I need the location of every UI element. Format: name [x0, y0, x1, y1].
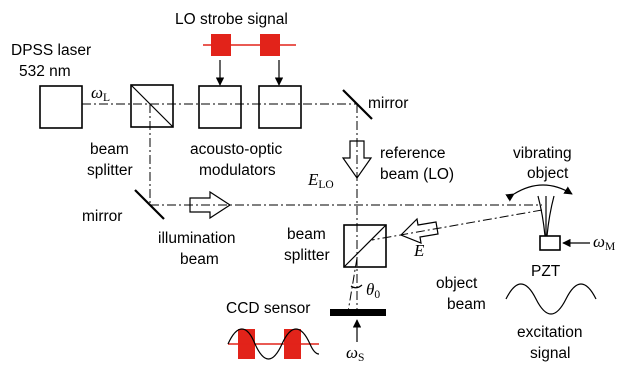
illumination-arrow	[189, 190, 232, 220]
ccd-strobe-signal	[227, 328, 320, 360]
pzt-label: PZT	[531, 263, 561, 280]
illum-label-1: illumination	[158, 230, 236, 247]
beam-splitter-2	[343, 224, 387, 268]
exc-label-1: excitation	[517, 324, 582, 341]
theta-arc	[350, 284, 363, 289]
object-arrow	[399, 217, 439, 244]
vibrating-object	[537, 195, 555, 237]
object-beam-path	[371, 209, 543, 241]
lo-strobe-pulses	[203, 34, 296, 56]
excitation-wave	[505, 283, 597, 315]
aom-box-1	[198, 85, 242, 129]
obj-label-2: beam	[447, 296, 486, 313]
mirror-left	[134, 189, 165, 220]
bs1-label-2: splitter	[87, 162, 133, 179]
exc-label-2: signal	[530, 345, 571, 362]
laser-box	[39, 85, 83, 129]
vib-label-2: object	[527, 165, 569, 182]
aom-box-2	[258, 85, 302, 129]
omega-l-label: ωL	[91, 83, 110, 104]
aom-label-2: modulators	[199, 162, 276, 179]
laser-label-2: 532 nm	[19, 63, 71, 80]
beam-splitter-1	[130, 84, 174, 128]
mirror-top	[342, 89, 373, 120]
laser-label-1: DPSS laser	[11, 42, 91, 59]
ref-label-2: beam (LO)	[380, 166, 454, 183]
e-lo-label: ELO	[307, 170, 334, 191]
bs1-label-1: beam	[90, 141, 129, 158]
reference-arrow	[341, 140, 373, 180]
angled-path	[347, 257, 358, 313]
vib-label-1: vibrating	[513, 145, 572, 162]
omega-s-label: ωS	[346, 343, 364, 364]
mirror-top-label: mirror	[368, 95, 408, 112]
pzt-box	[539, 235, 561, 251]
aom-label-1: acousto-optic	[190, 141, 282, 158]
mirror-left-label: mirror	[82, 208, 122, 225]
bs2-label-2: splitter	[284, 247, 330, 264]
obj-label-1: object	[436, 275, 478, 292]
ccd-sensor-bar	[330, 309, 386, 316]
theta-label: θ0	[366, 280, 380, 301]
bs2-label-1: beam	[287, 226, 326, 243]
illum-label-2: beam	[180, 251, 219, 268]
vibration-arrow	[505, 184, 573, 202]
ref-label-1: reference	[380, 145, 445, 162]
ccd-label: CCD sensor	[226, 300, 310, 317]
e-label: E	[413, 241, 425, 260]
lo-strobe-label: LO strobe signal	[175, 11, 288, 28]
omega-m-label: ωM	[593, 232, 615, 253]
